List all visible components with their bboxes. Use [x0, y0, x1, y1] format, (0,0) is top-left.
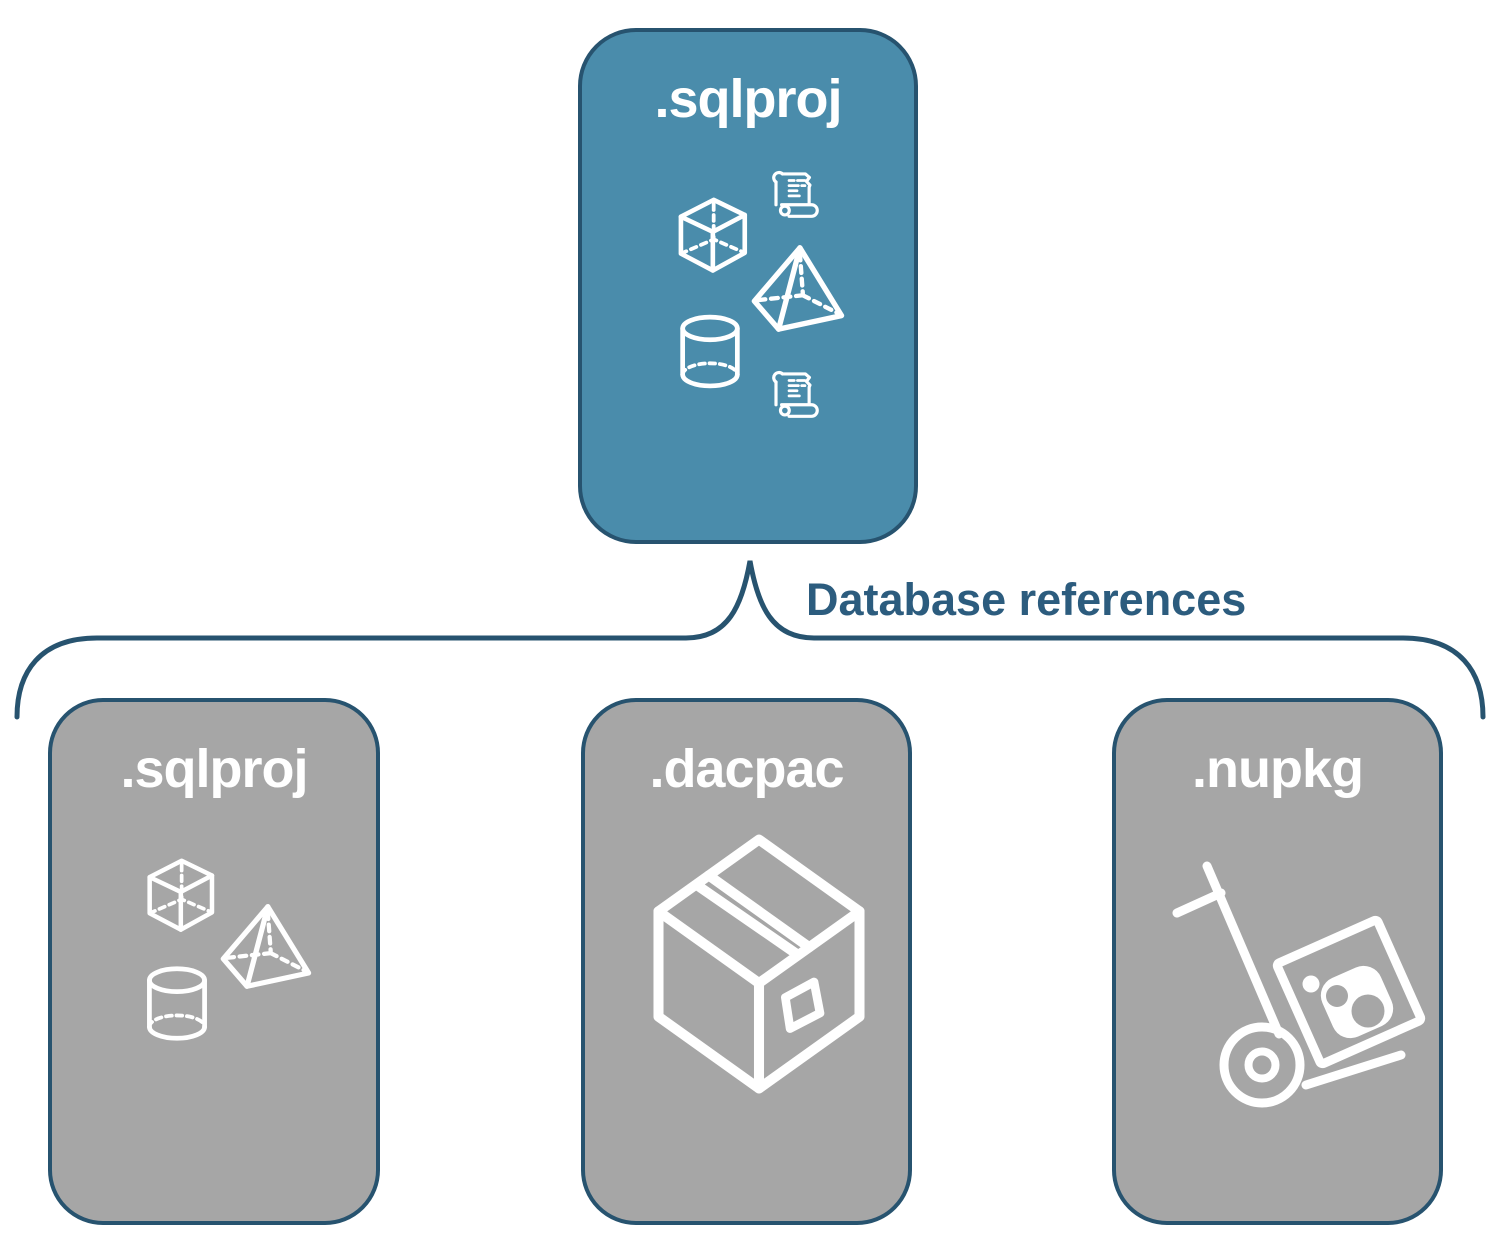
node-sqlproj-child-label: .sqlproj: [120, 739, 308, 799]
node-sqlproj-root: .sqlproj: [578, 28, 918, 544]
pyramid-icon: [215, 901, 315, 991]
cylinder-icon: [143, 965, 211, 1043]
node-sqlproj-root-label: .sqlproj: [654, 69, 842, 129]
connector-label: Database references: [806, 574, 1247, 625]
node-nupkg: .nupkg: [1112, 698, 1443, 1225]
cube-icon: [670, 194, 754, 278]
cylinder-icon: [677, 312, 743, 392]
scroll-icon: [769, 166, 825, 222]
node-nupkg-label: .nupkg: [1192, 739, 1364, 799]
pyramid-icon: [747, 242, 847, 334]
nuget-dolly-icon: [1169, 849, 1429, 1109]
node-sqlproj-child: .sqlproj: [48, 698, 380, 1225]
node-dacpac-label: .dacpac: [649, 739, 844, 799]
bracket-connector: [14, 560, 1486, 720]
node-dacpac: .dacpac: [581, 698, 912, 1225]
package-box-icon: [639, 830, 879, 1098]
cube-icon: [137, 855, 223, 937]
scroll-icon: [769, 366, 825, 422]
